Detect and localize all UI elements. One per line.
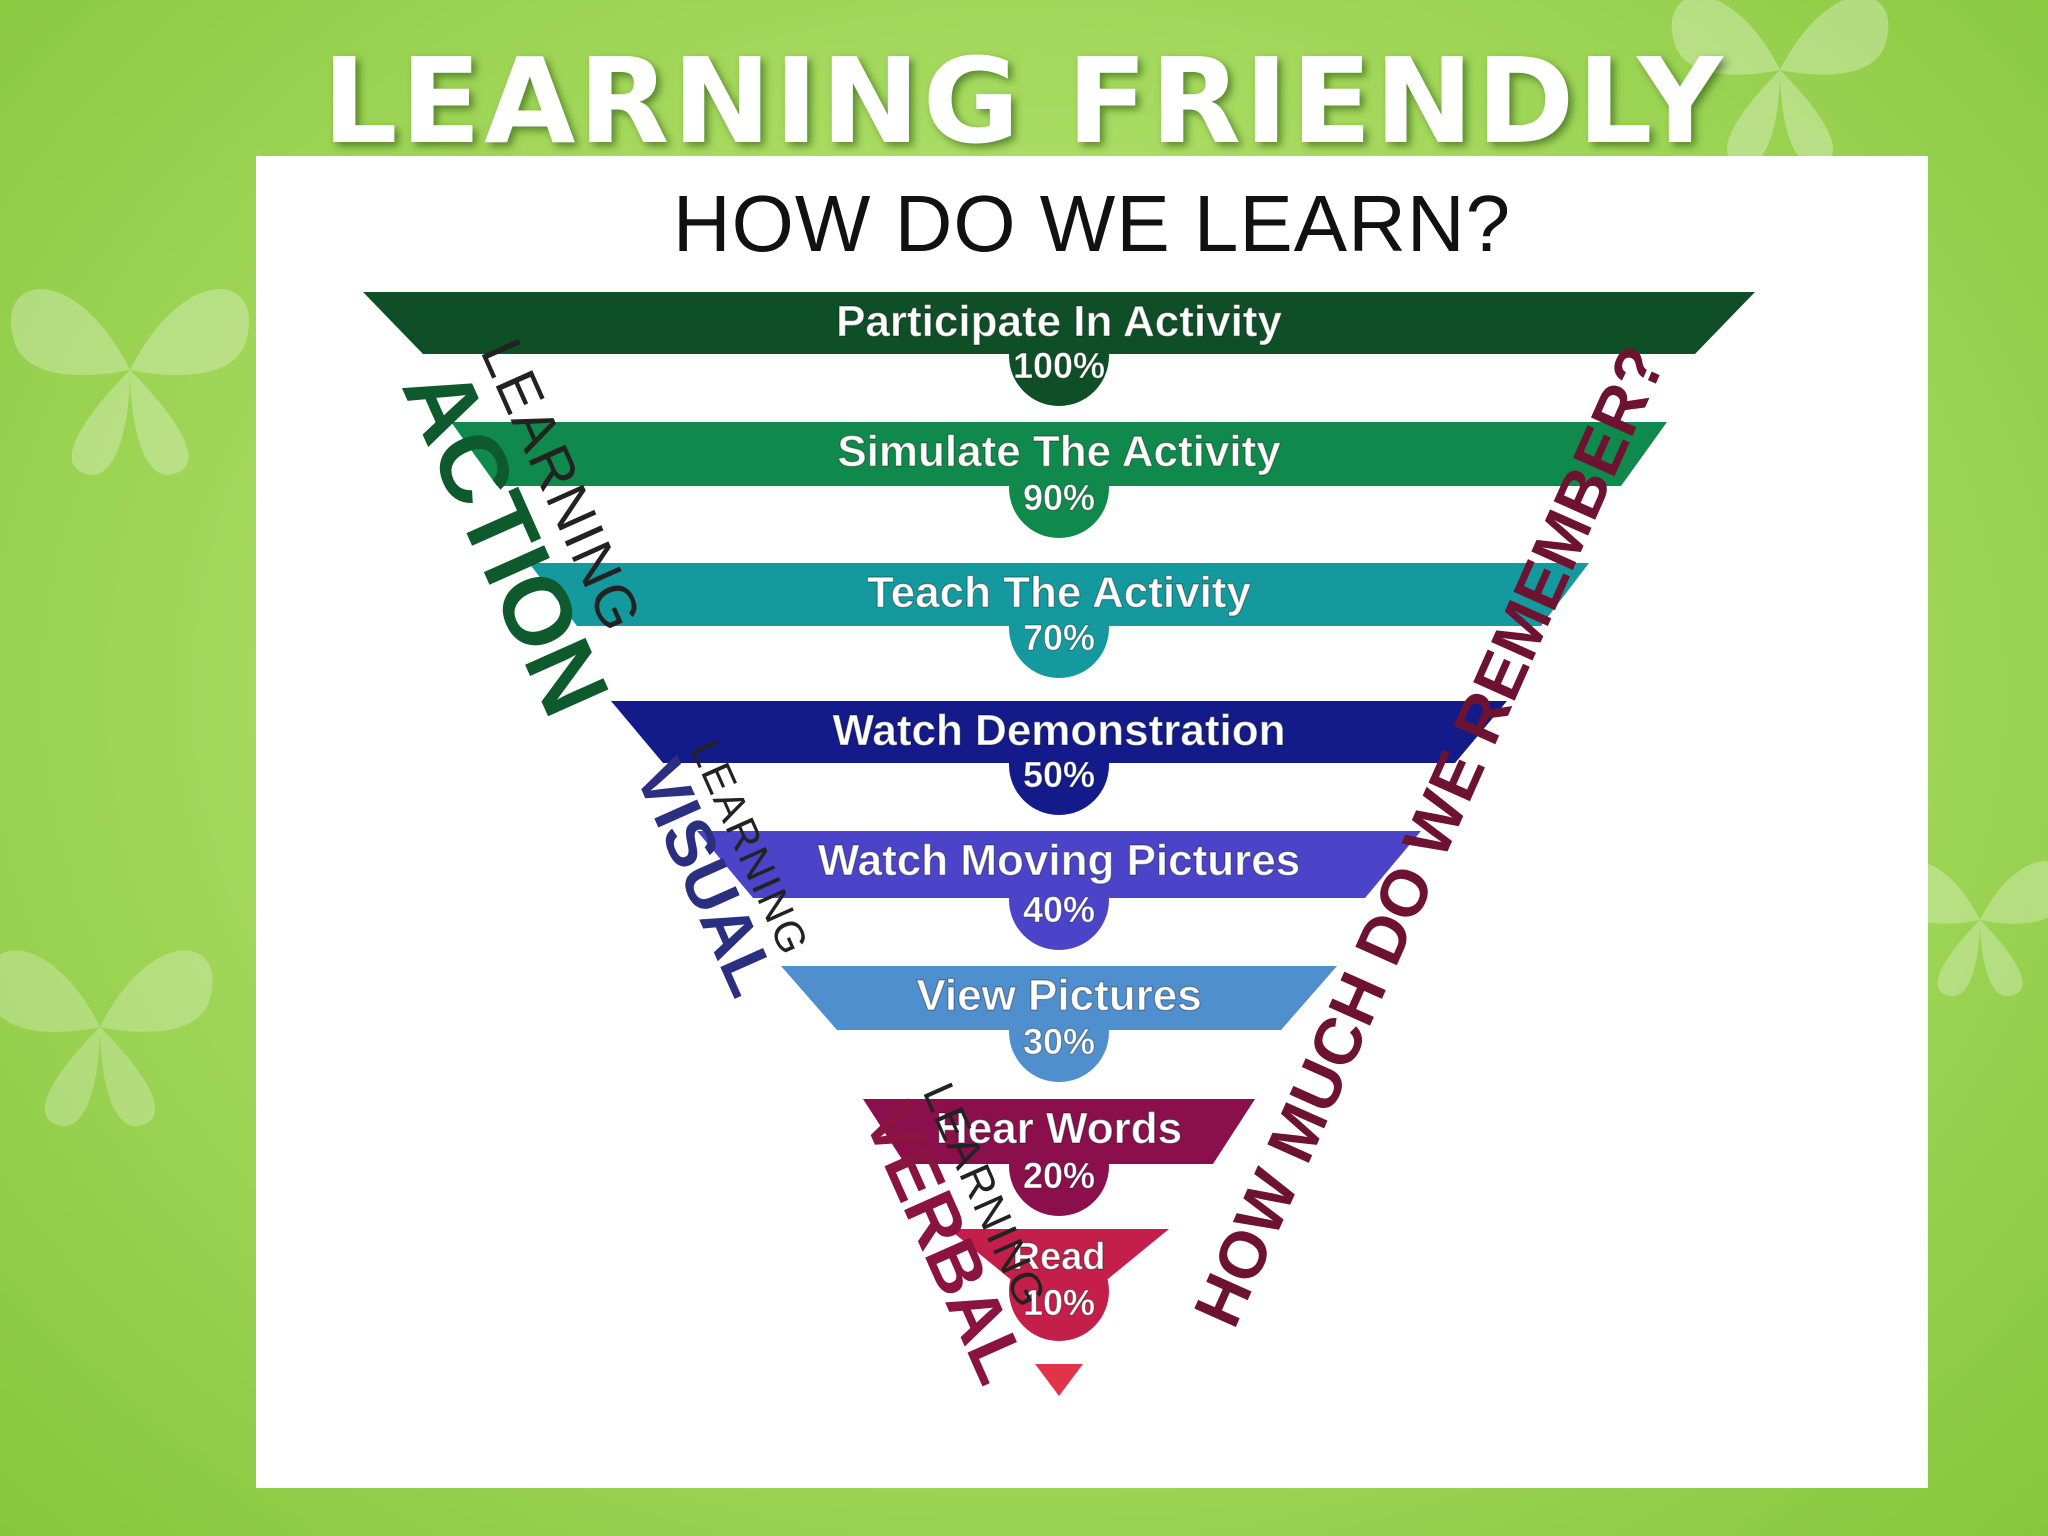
funnel-tip xyxy=(949,1229,1169,1319)
percent-label: 90% xyxy=(1023,477,1095,518)
percent-label: 100% xyxy=(1013,345,1105,386)
percent-label: 30% xyxy=(1023,1021,1095,1062)
diagram-panel: HOW DO WE LEARN? Participate In Activity… xyxy=(256,156,1928,1488)
activity-label: View Pictures xyxy=(916,971,1201,1020)
funnel-band xyxy=(451,422,1667,486)
slide-title: LEARNING FRIENDLY xyxy=(322,32,1726,170)
butterfly-icon xyxy=(0,950,213,1127)
activity-label: Read xyxy=(1013,1236,1106,1278)
activity-label: Hear Words xyxy=(936,1104,1182,1153)
percent-label: 40% xyxy=(1023,889,1095,930)
diagram-title: HOW DO WE LEARN? xyxy=(672,179,1512,268)
percent-label: 50% xyxy=(1023,754,1095,795)
funnel-band xyxy=(529,563,1589,626)
percent-label: 20% xyxy=(1023,1155,1095,1196)
activity-label: Simulate The Activity xyxy=(837,427,1281,476)
activity-label: Participate In Activity xyxy=(836,297,1282,346)
percent-label: 70% xyxy=(1023,617,1095,658)
butterfly-icon xyxy=(10,289,250,475)
arrow-tip-icon xyxy=(1035,1364,1083,1396)
activity-label: Watch Moving Pictures xyxy=(818,836,1300,885)
funnel-band xyxy=(363,292,1755,354)
funnel-band xyxy=(697,831,1421,898)
percent-label: 10% xyxy=(1023,1282,1095,1323)
funnel-band xyxy=(781,966,1337,1030)
butterfly-icon xyxy=(1671,0,1889,166)
funnel-band xyxy=(863,1099,1255,1164)
funnel-band xyxy=(611,701,1507,763)
activity-label: Teach The Activity xyxy=(867,568,1251,617)
activity-label: Watch Demonstration xyxy=(832,706,1285,755)
